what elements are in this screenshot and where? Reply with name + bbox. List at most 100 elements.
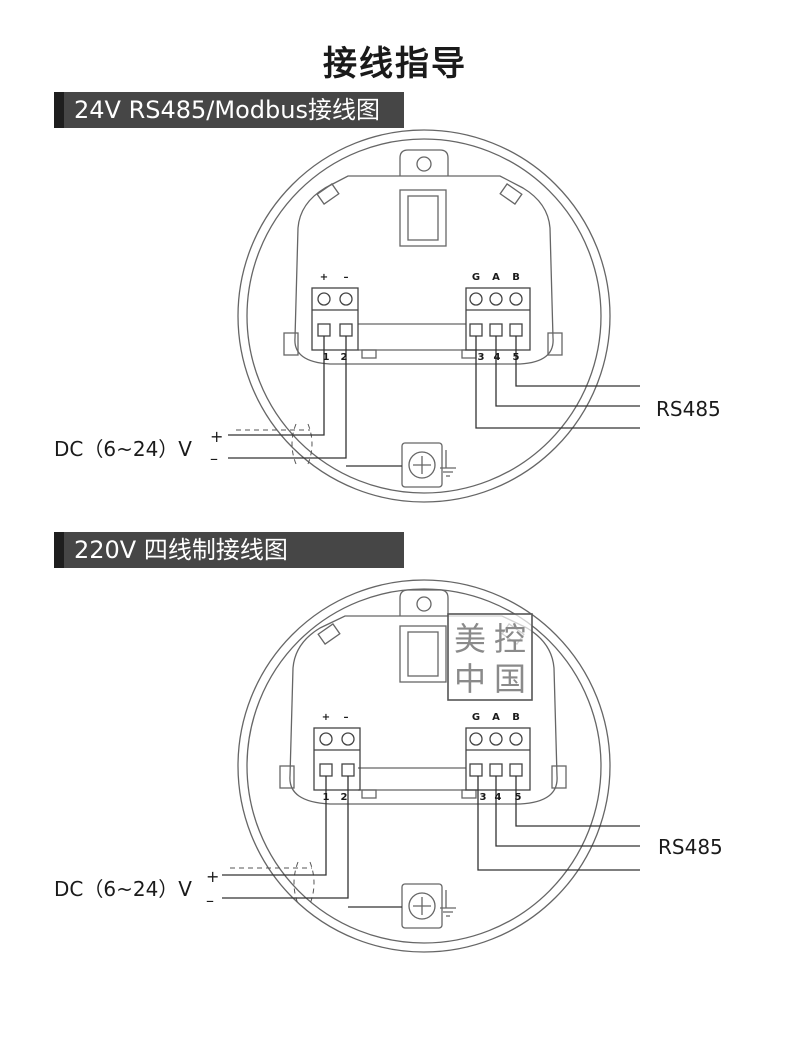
section-header-220v-four-wire: 220V 四线制接线图 bbox=[54, 532, 404, 568]
terminal-number-1: 1 bbox=[323, 352, 330, 363]
cable-gland-left bbox=[291, 423, 297, 465]
terminal-socket-2 bbox=[339, 323, 353, 337]
terminal-number-5: 5 bbox=[513, 352, 520, 363]
terminal-socket-5 bbox=[509, 323, 523, 337]
terminal-block-left bbox=[313, 727, 361, 791]
terminal-number-1: 1 bbox=[323, 792, 330, 803]
terminal-screw-1 bbox=[317, 292, 331, 306]
rs485-label: RS485 bbox=[658, 835, 723, 859]
terminal-label-minus: – bbox=[344, 272, 349, 283]
terminal-socket-3 bbox=[469, 763, 483, 777]
wire-rs485-g bbox=[475, 336, 640, 429]
terminal-socket-4 bbox=[489, 763, 503, 777]
housing-outer-ring bbox=[237, 579, 611, 953]
board-clip-top-left bbox=[316, 183, 340, 205]
wiring-diagram-24v: + – G A B 1 2 3 4 5 DC（6~24）V + – RS485 bbox=[54, 129, 721, 503]
mounting-hole bbox=[416, 596, 432, 612]
terminal-block-right bbox=[465, 727, 531, 791]
terminal-label-plus: + bbox=[322, 712, 330, 723]
terminal-socket-5 bbox=[509, 763, 523, 777]
board-clip-top-right bbox=[499, 183, 523, 205]
ground-symbol-icon bbox=[440, 450, 456, 477]
power-minus-sign: – bbox=[210, 449, 218, 468]
terminal-number-3: 3 bbox=[478, 352, 485, 363]
watermark-char-1: 美 bbox=[454, 620, 486, 658]
terminal-label-a: A bbox=[492, 712, 500, 723]
watermark-char-4: 国 bbox=[494, 660, 526, 698]
wire-rs485-a bbox=[495, 776, 640, 847]
display-connector bbox=[407, 631, 439, 677]
terminal-label-plus: + bbox=[320, 272, 328, 283]
board-slot-left bbox=[361, 349, 377, 359]
terminal-socket-1 bbox=[319, 763, 333, 777]
board-slot-right bbox=[461, 789, 477, 799]
terminal-screw-2 bbox=[341, 732, 355, 746]
power-plus-sign: + bbox=[206, 867, 219, 886]
wire-rs485-b bbox=[515, 776, 640, 827]
terminal-label-b: B bbox=[512, 712, 520, 723]
terminal-screw-4 bbox=[489, 292, 503, 306]
terminal-screw-1 bbox=[319, 732, 333, 746]
terminal-socket-4 bbox=[489, 323, 503, 337]
terminal-label-g: G bbox=[472, 272, 480, 283]
board-top-tab bbox=[399, 589, 449, 616]
display-connector-frame bbox=[399, 189, 447, 247]
ground-screw-block bbox=[401, 442, 443, 488]
terminal-number-4: 4 bbox=[494, 352, 501, 363]
wiring-diagram-220v: 美 控 中 国 + – G A B 1 2 3 4 5 bbox=[54, 579, 723, 953]
wire-rs485-g bbox=[477, 776, 640, 871]
ground-symbol-icon bbox=[440, 890, 456, 917]
cable-gland-right bbox=[307, 423, 313, 465]
terminal-socket-3 bbox=[469, 323, 483, 337]
terminal-socket-2 bbox=[341, 763, 355, 777]
display-connector bbox=[407, 195, 439, 241]
terminal-number-4: 4 bbox=[495, 792, 502, 803]
terminal-screw-2 bbox=[339, 292, 353, 306]
watermark-char-2: 控 bbox=[494, 620, 526, 658]
board-clip-bottom-left bbox=[279, 765, 295, 789]
board-slot-left bbox=[361, 789, 377, 799]
page-title: 接线指导 bbox=[323, 44, 467, 84]
wire-positive bbox=[222, 776, 327, 876]
terminal-number-2: 2 bbox=[341, 352, 348, 363]
mounting-hole bbox=[416, 156, 432, 172]
terminal-label-g: G bbox=[472, 712, 480, 723]
ground-screw bbox=[408, 892, 436, 920]
cable-gland-left bbox=[293, 861, 299, 905]
terminal-number-2: 2 bbox=[341, 792, 348, 803]
board-clip-bottom-right bbox=[551, 765, 567, 789]
terminal-screw-3 bbox=[469, 732, 483, 746]
power-minus-sign: – bbox=[206, 891, 214, 910]
terminal-block-right bbox=[465, 287, 531, 351]
terminal-label-b: B bbox=[512, 272, 520, 283]
board-clip-bottom-right bbox=[547, 332, 563, 356]
watermark-stamp: 美 控 中 国 bbox=[447, 613, 533, 701]
ground-screw bbox=[408, 451, 436, 479]
ground-screw-block bbox=[401, 883, 443, 929]
cable-gland-right bbox=[309, 861, 315, 905]
wire-rs485-a bbox=[495, 336, 640, 407]
wire-negative bbox=[222, 776, 349, 899]
wire-rs485-b bbox=[515, 336, 640, 387]
board-clip-top-left bbox=[317, 623, 341, 645]
power-plus-sign: + bbox=[210, 427, 223, 446]
rs485-label: RS485 bbox=[656, 397, 721, 421]
terminal-screw-4 bbox=[489, 732, 503, 746]
terminal-number-5: 5 bbox=[515, 792, 522, 803]
circuit-board-outline bbox=[294, 175, 554, 365]
power-supply-label: DC（6~24）V bbox=[54, 437, 192, 461]
board-top-tab bbox=[399, 149, 449, 176]
board-slot-right bbox=[461, 349, 477, 359]
terminal-screw-5 bbox=[509, 732, 523, 746]
circuit-board-outline bbox=[289, 615, 558, 805]
section-header-24v-rs485: 24V RS485/Modbus接线图 bbox=[54, 92, 404, 128]
terminal-screw-5 bbox=[509, 292, 523, 306]
terminal-screw-3 bbox=[469, 292, 483, 306]
terminal-socket-1 bbox=[317, 323, 331, 337]
housing-inner-ring bbox=[246, 138, 602, 494]
power-supply-label: DC（6~24）V bbox=[54, 877, 192, 901]
housing-outer-ring bbox=[237, 129, 611, 503]
board-clip-bottom-left bbox=[283, 332, 299, 356]
terminal-label-a: A bbox=[492, 272, 500, 283]
display-connector-frame bbox=[399, 625, 447, 683]
